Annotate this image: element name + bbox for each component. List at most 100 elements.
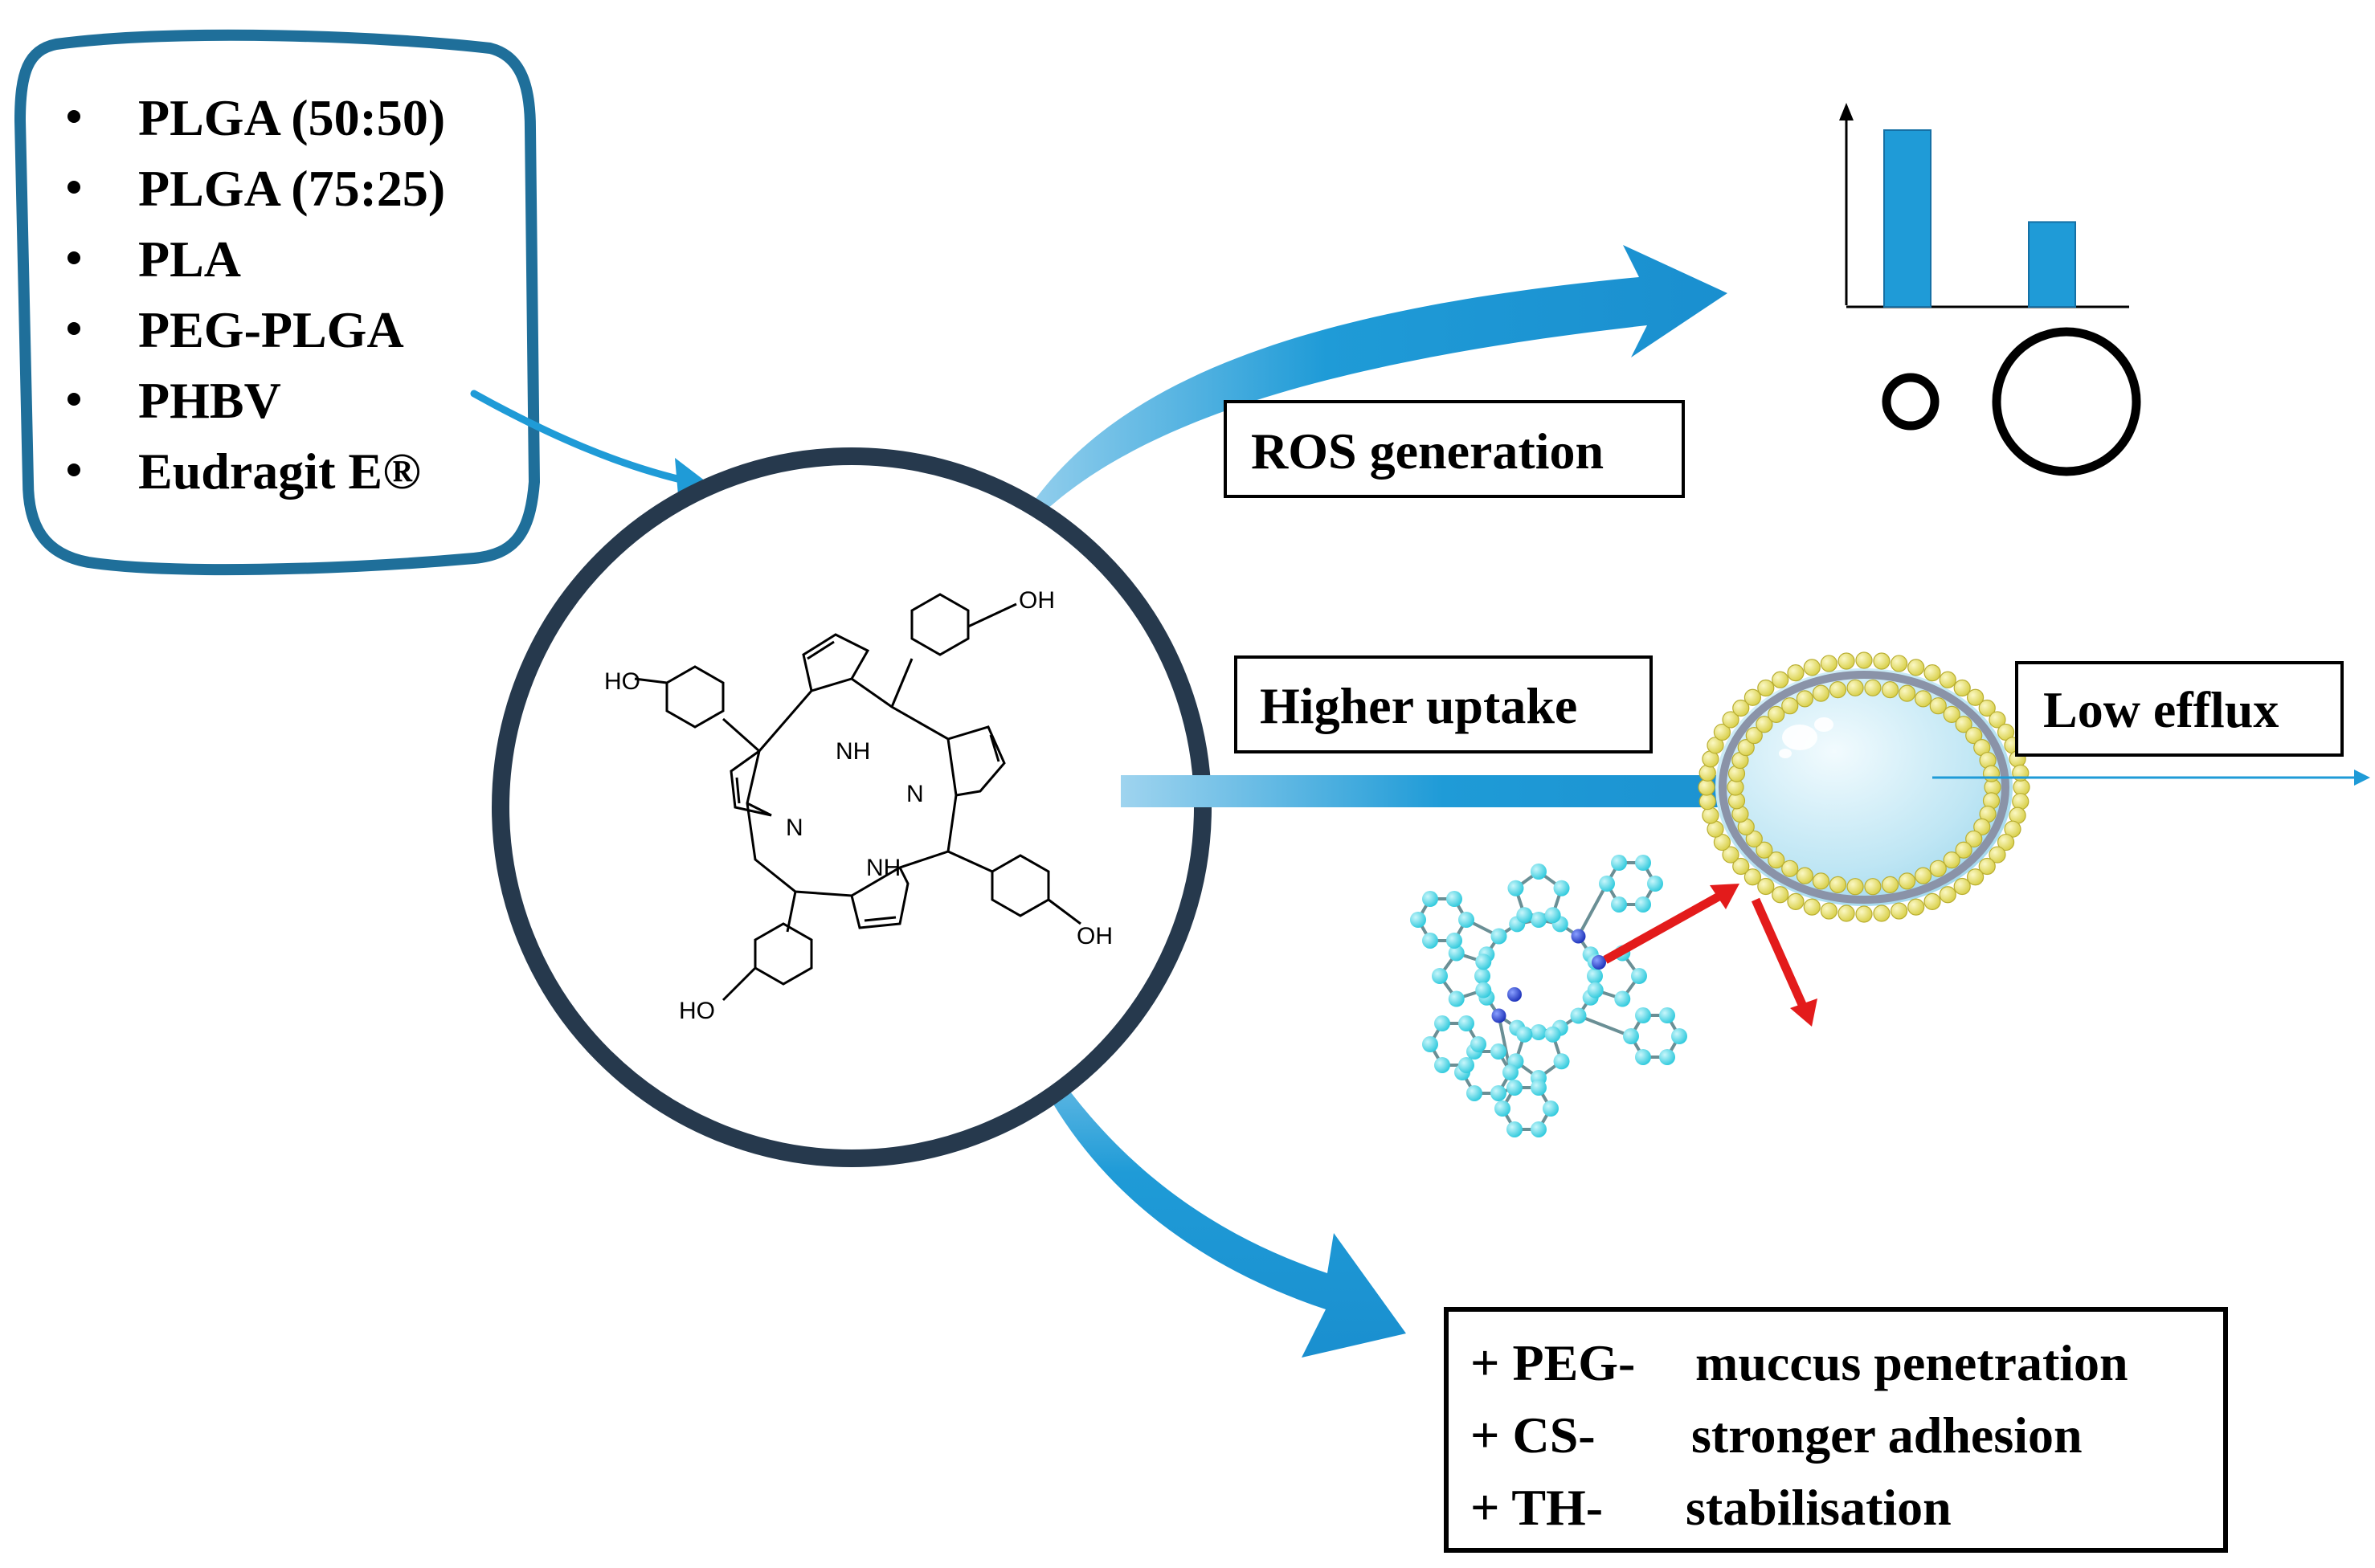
modification-prefix: + CS- [1470,1407,1596,1464]
carbon-atom [1490,1084,1506,1101]
carbon-atom [1647,876,1663,892]
lipid-head [1907,659,1925,676]
lipid-head [1907,898,1925,916]
lipid-head [1978,699,1996,717]
carbon-atom [1570,1007,1587,1024]
carbon-atom [1599,876,1615,892]
lipid-head [1743,688,1762,706]
lipid-head [1796,867,1813,884]
polymer-item: PLGA (50:50) [138,89,445,146]
lipid-head [1745,726,1763,745]
modification-prefix: + PEG- [1470,1334,1635,1391]
carbon-atom [1531,912,1547,928]
carbon-atom [1553,880,1570,896]
higher-uptake-label: Higher uptake [1260,677,1577,734]
lipid-head [1965,830,1983,848]
lipid-head [1772,671,1789,688]
lipid-head [1923,664,1941,682]
lipid-head [1881,680,1899,699]
lipid-head [1898,684,1916,702]
carbon-atom [1544,1026,1561,1043]
lipid-head [1846,679,1864,696]
lipid-head [1898,872,1916,890]
lipid-head [1978,857,1996,876]
lipid-head [1787,892,1805,910]
bullet [67,322,80,335]
red-arrow-out-head [1790,998,1817,1027]
modification-arrow [1004,988,1406,1358]
lipid-head [1837,652,1855,670]
lipid-head [1829,680,1847,699]
lipid-head [1955,841,1972,859]
carbon-atom [1611,855,1627,872]
carbon-atom [1623,1028,1639,1044]
nh-label: NH [866,855,901,881]
lipid-head [1864,679,1882,696]
lipid-head [1881,876,1899,894]
lipid-head [1943,705,1960,723]
lipid-head [1891,655,1908,672]
polymer-list-frame [14,29,541,576]
lipid-head [1796,690,1813,708]
model-bond [1577,1014,1632,1038]
red-arrow-in [1603,888,1730,964]
lipid-head [1737,738,1755,757]
lipid-head [1756,841,1773,859]
vesicle-highlight [1814,717,1833,732]
n-label: N [786,815,803,841]
lipid-head [1768,851,1785,869]
lipid-head [1820,902,1837,920]
lipid-head [1965,726,1983,745]
lipid-head [1966,868,1985,886]
lipid-head [1943,851,1960,869]
carbon-atom [1614,990,1631,1007]
polymer-item: PEG-PLGA [138,301,404,358]
lipid-head [1873,904,1891,922]
lipid-head [1939,886,1956,904]
lipid-head [1812,872,1830,890]
carbon-atom [1506,1121,1523,1137]
carbon-atom [1434,1056,1450,1073]
small-particle-circle [1882,373,1940,431]
carbon-atom [1502,1064,1519,1080]
nanoparticle-circle [492,447,1212,1167]
red-arrows [1603,884,1817,1027]
carbon-atom [1446,891,1462,908]
bullet [67,251,80,264]
lipid-head [1864,878,1882,896]
chart-y-axis-arrowhead [1839,103,1854,120]
lipid-head [1939,671,1956,688]
oh-label: OH [1019,587,1055,614]
carbon-atom [1490,1043,1506,1060]
lipid-head [1698,793,1716,811]
modifications-box: + PEG- muccus penetration + CS- stronger… [1444,1307,2228,1553]
ros-generation-label-box: ROS generation [1224,400,1685,498]
carbon-atom [1448,945,1465,962]
lipid-head [1989,846,2006,864]
lipid-head [1953,877,1971,896]
nitrogen-atom [1507,987,1522,1002]
bullet [67,463,80,476]
lipid-head [1955,716,1972,733]
bullet [67,393,80,406]
carbon-atom [1516,1026,1533,1043]
lipid-head [1973,818,1991,836]
carbon-atom [1494,1100,1510,1117]
carbon-atom [1531,1024,1547,1040]
lipid-head [1702,806,1719,824]
carbon-atom [1448,990,1465,1007]
porphyrin-structure [634,593,1081,1002]
carbon-atom [1553,1053,1570,1070]
modification-effect: stronger adhesion [1691,1407,2083,1464]
large-particle-circle [1992,327,2141,476]
ros-bar [1883,129,1931,308]
ho-label: HO [604,668,640,695]
nitrogen-atom [1571,929,1586,944]
ros-bar [2028,221,2076,308]
lipid-head [1781,860,1799,877]
carbon-atom [1587,968,1603,984]
lipid-head [1929,860,1947,877]
n-label: N [906,781,924,807]
carbon-atom [1458,1056,1474,1073]
